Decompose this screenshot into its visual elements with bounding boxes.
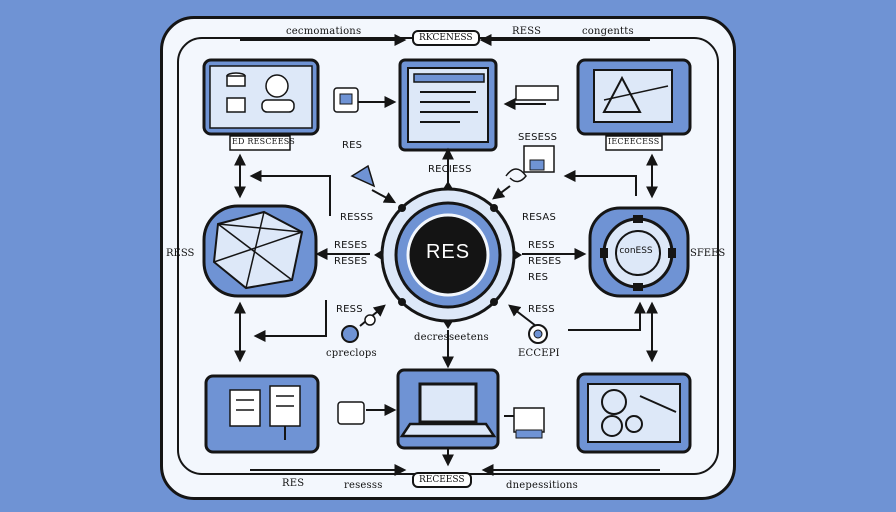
label-decresseetens: decresseetens [414, 332, 489, 343]
bottom-center-tag: REĆEESS [412, 472, 472, 488]
bottom-right-label: dnepessitions [506, 480, 578, 491]
small-icon-terminal [513, 407, 545, 433]
label-ress-lower-right: RESS [528, 304, 555, 315]
label-resss-left: RESSS [340, 212, 374, 223]
bottom-left-panel [204, 374, 320, 454]
top-right-label-2: congentts [582, 26, 634, 37]
center-label: RES [425, 240, 471, 263]
small-icon-target [341, 325, 359, 343]
top-center-tag: RƘCENESS [412, 30, 480, 46]
label-resas-right: RESAS [522, 212, 556, 223]
gear-label: conESS [619, 246, 653, 256]
label-res-top-left: RES [342, 140, 363, 151]
label-res-right: RES [528, 272, 549, 283]
small-icon-file [337, 401, 365, 425]
label-cpreclops: cpreclops [326, 348, 377, 359]
label-reciess: RECIESS [428, 164, 472, 175]
bottom-left-label-1: RES [282, 478, 305, 489]
center-core [406, 213, 490, 297]
label-sesess: SESESS [518, 132, 558, 143]
label-reses-right-2: RESES [528, 256, 562, 267]
top-left-caption: ED RESCEESS [232, 137, 295, 146]
label-reses-left-1: RESES [334, 240, 368, 251]
right-side-label: SFEES [690, 248, 726, 259]
bottom-left-label-2: resesss [344, 480, 383, 491]
left-side-label: RESS [166, 248, 195, 259]
top-right-caption: IECEECESS [608, 137, 660, 146]
top-left-label: cecmomations [286, 26, 362, 37]
label-reses-left-2: RESES [334, 256, 368, 267]
label-ecepi: ECCEPI [518, 348, 560, 359]
small-icon-curl [505, 168, 527, 183]
label-ress-lower-left: RESS [336, 304, 363, 315]
small-icon-top-right [515, 85, 559, 101]
top-right-label-1: RESS [512, 26, 542, 37]
small-icon-pin [350, 164, 376, 188]
label-reses-right-1: RESS [528, 240, 555, 251]
